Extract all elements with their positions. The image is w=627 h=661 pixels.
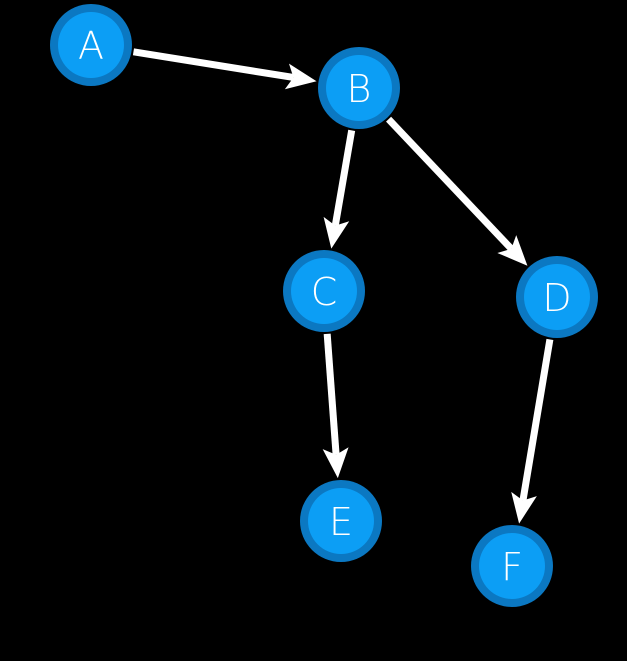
node-core — [326, 55, 392, 121]
node-f[interactable]: F — [471, 525, 553, 607]
node-label: C — [311, 270, 338, 314]
node-core — [308, 488, 374, 554]
node-label: B — [347, 67, 372, 111]
node-core — [291, 258, 357, 324]
node-label: F — [501, 545, 523, 589]
nodes-layer: A B C D E F — [50, 4, 598, 607]
node-b[interactable]: B — [318, 47, 400, 129]
node-label: A — [78, 24, 104, 68]
edge-line — [323, 333, 340, 456]
node-a[interactable]: A — [50, 4, 132, 86]
edge-arrowhead — [323, 216, 350, 249]
edge-line — [386, 116, 514, 252]
edge-arrowhead — [497, 235, 528, 266]
edge-line — [132, 48, 294, 81]
edge-line — [519, 338, 554, 502]
edge-d-to-f[interactable] — [511, 338, 554, 524]
edges-layer — [132, 48, 554, 524]
node-d[interactable]: D — [516, 256, 598, 338]
node-c[interactable]: C — [283, 250, 365, 332]
edge-a-to-b[interactable] — [132, 48, 317, 90]
edge-arrowhead — [284, 63, 317, 90]
node-label: E — [329, 500, 353, 544]
edge-c-to-e[interactable] — [322, 333, 349, 479]
node-core — [58, 12, 124, 78]
edge-arrowhead — [322, 447, 349, 479]
edge-b-to-c[interactable] — [323, 129, 356, 249]
edge-line — [331, 129, 356, 227]
node-core — [524, 264, 590, 330]
node-core — [479, 533, 545, 599]
edge-b-to-d[interactable] — [386, 116, 528, 266]
edge-arrowhead — [511, 491, 537, 524]
node-e[interactable]: E — [300, 480, 382, 562]
node-label: D — [542, 276, 571, 320]
